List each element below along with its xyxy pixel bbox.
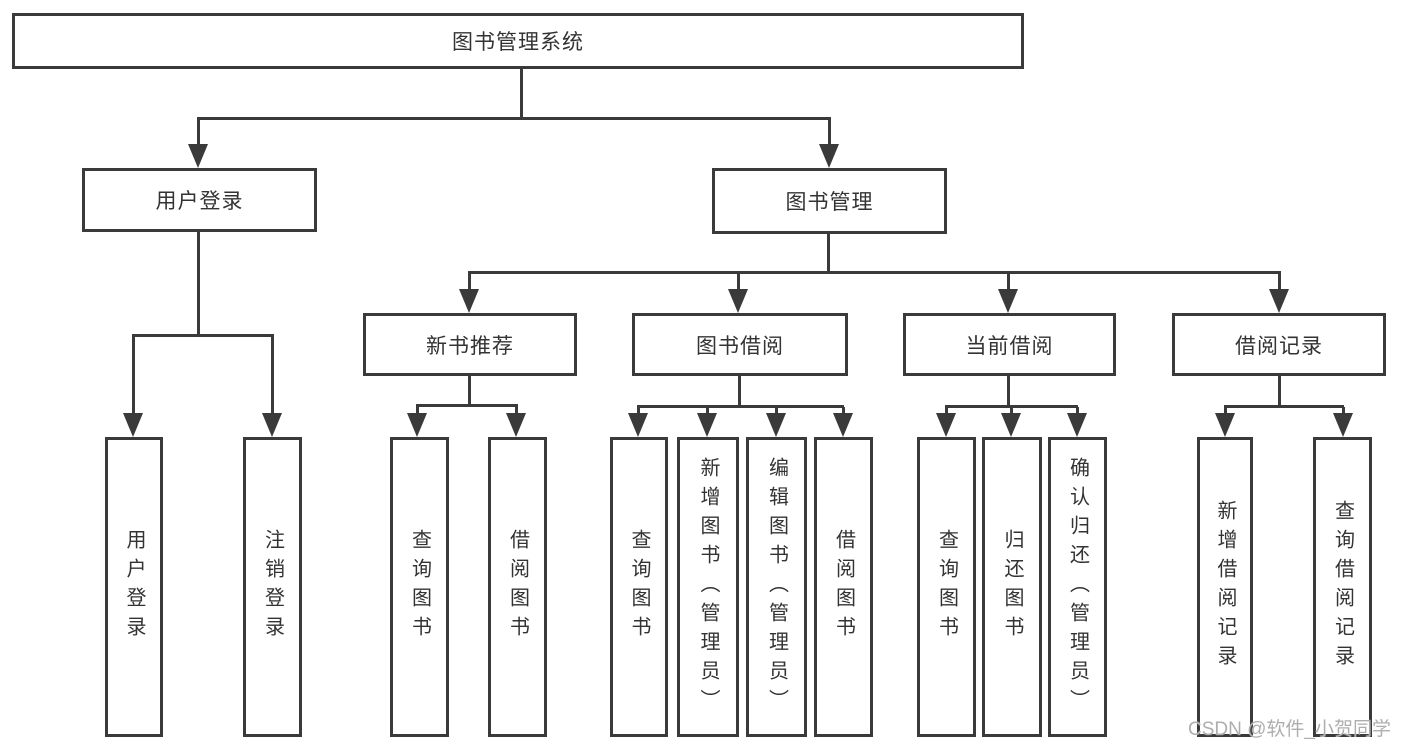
connector-leaf-stem bbox=[842, 407, 845, 414]
leaf-borrow-books-2-label: 借阅图书 bbox=[832, 529, 855, 645]
connector-book-mgmt-down bbox=[827, 234, 830, 273]
leaf-borrow-books-1-label: 借阅图书 bbox=[506, 529, 529, 645]
node-current-borrowing: 当前借阅 bbox=[903, 313, 1116, 376]
connector-borrow-record-down bbox=[1278, 376, 1281, 407]
node-new-book-recommend-label: 新书推荐 bbox=[426, 334, 514, 358]
arrow-down-icon bbox=[628, 413, 648, 437]
arrow-down-icon bbox=[998, 289, 1018, 313]
leaf-borrow-books-1: 借阅图书 bbox=[488, 437, 547, 737]
connector-new-book-down bbox=[468, 376, 471, 406]
connector-leaf-stem bbox=[1342, 407, 1345, 414]
leaf-borrow-books-2: 借阅图书 bbox=[814, 437, 873, 737]
connector-borrow-record-stem bbox=[1278, 273, 1281, 291]
connector-leaf-stem bbox=[416, 406, 419, 414]
leaf-edit-books-admin-label: 编辑图书（管理员） bbox=[765, 456, 788, 718]
leaf-logout-label: 注销登录 bbox=[261, 529, 284, 645]
connector-leaf-stem bbox=[637, 407, 640, 414]
connector-book-mgmt-branch bbox=[468, 271, 1281, 274]
node-current-borrowing-label: 当前借阅 bbox=[965, 334, 1054, 358]
arrow-down-icon bbox=[407, 413, 427, 437]
arrow-down-icon bbox=[819, 144, 839, 168]
connector-current-borrow-down bbox=[1007, 376, 1010, 407]
connector-leaf-stem bbox=[945, 407, 948, 414]
leaf-add-books-admin: 新增图书（管理员） bbox=[677, 437, 739, 737]
arrow-down-icon bbox=[188, 144, 208, 168]
node-book-borrowing-label: 图书借阅 bbox=[696, 334, 784, 358]
connector-root-stem bbox=[520, 67, 523, 119]
arrow-down-icon bbox=[1067, 413, 1087, 437]
connector-leaf-stem bbox=[1010, 407, 1013, 414]
node-user-login: 用户登录 bbox=[82, 168, 317, 232]
connector-leaf-stem bbox=[1224, 407, 1227, 414]
connector-new-book-branch bbox=[416, 404, 518, 407]
connector-root-branch bbox=[197, 117, 831, 120]
node-library-system-label: 图书管理系统 bbox=[452, 31, 584, 54]
connector-leaf-user-login-stem bbox=[132, 336, 135, 414]
arrow-down-icon bbox=[459, 289, 479, 313]
arrow-down-icon bbox=[833, 413, 853, 437]
leaf-return-books: 归还图书 bbox=[982, 437, 1042, 737]
arrow-down-icon bbox=[766, 413, 786, 437]
leaf-add-borrow-record: 新增借阅记录 bbox=[1197, 437, 1253, 737]
arrow-down-icon bbox=[506, 413, 526, 437]
leaf-query-borrow-record-label: 查询借阅记录 bbox=[1331, 500, 1354, 674]
node-book-management-label: 图书管理 bbox=[785, 191, 874, 214]
connector-user-login-stem bbox=[197, 119, 200, 146]
connector-book-borrow-stem bbox=[737, 273, 740, 291]
leaf-query-books-2-label: 查询图书 bbox=[628, 529, 650, 645]
connector-leaf-logout-stem bbox=[271, 336, 274, 414]
leaf-add-books-admin-label: 新增图书（管理员） bbox=[697, 456, 719, 718]
connector-current-borrow-stem bbox=[1007, 273, 1010, 291]
leaf-query-books-3-label: 查询图书 bbox=[935, 529, 958, 645]
arrow-down-icon bbox=[728, 289, 748, 313]
csdn-watermark: CSDN @软件_小贺同学 bbox=[1188, 719, 1391, 740]
connector-new-book-stem bbox=[468, 273, 471, 291]
leaf-user-login-label: 用户登录 bbox=[123, 529, 145, 645]
node-new-book-recommend: 新书推荐 bbox=[363, 313, 577, 376]
arrow-down-icon bbox=[1333, 413, 1353, 437]
leaf-confirm-return-admin-label: 确认归还（管理员） bbox=[1066, 456, 1089, 718]
node-borrowing-records: 借阅记录 bbox=[1172, 313, 1386, 376]
leaf-query-books-1: 查询图书 bbox=[390, 437, 449, 737]
leaf-query-books-1-label: 查询图书 bbox=[408, 529, 431, 645]
connector-leaf-stem bbox=[515, 406, 518, 414]
leaf-query-books-3: 查询图书 bbox=[917, 437, 976, 737]
connector-book-borrow-down bbox=[738, 376, 741, 407]
connector-leaf-stem bbox=[1076, 407, 1079, 414]
node-user-login-label: 用户登录 bbox=[155, 190, 244, 213]
leaf-edit-books-admin: 编辑图书（管理员） bbox=[746, 437, 807, 737]
leaf-return-books-label: 归还图书 bbox=[1001, 529, 1023, 645]
node-borrowing-records-label: 借阅记录 bbox=[1235, 334, 1323, 358]
connector-current-borrow-branch bbox=[945, 405, 1078, 408]
arrow-down-icon bbox=[123, 413, 143, 437]
leaf-add-borrow-record-label: 新增借阅记录 bbox=[1214, 500, 1236, 674]
connector-book-borrow-branch bbox=[637, 405, 844, 408]
connector-book-mgmt-stem bbox=[828, 119, 831, 146]
connector-user-login-branch bbox=[132, 334, 274, 337]
node-book-management: 图书管理 bbox=[712, 168, 947, 234]
connector-user-login-down bbox=[197, 232, 200, 336]
leaf-query-books-2: 查询图书 bbox=[610, 437, 668, 737]
leaf-confirm-return-admin: 确认归还（管理员） bbox=[1048, 437, 1107, 737]
connector-leaf-stem bbox=[775, 407, 778, 414]
leaf-user-login: 用户登录 bbox=[105, 437, 163, 737]
arrow-down-icon bbox=[936, 413, 956, 437]
arrow-down-icon bbox=[1269, 289, 1289, 313]
node-library-system: 图书管理系统 bbox=[12, 13, 1024, 69]
connector-leaf-stem bbox=[706, 407, 709, 414]
arrow-down-icon bbox=[697, 413, 717, 437]
leaf-logout: 注销登录 bbox=[243, 437, 302, 737]
arrow-down-icon bbox=[262, 413, 282, 437]
leaf-query-borrow-record: 查询借阅记录 bbox=[1313, 437, 1372, 737]
arrow-down-icon bbox=[1001, 413, 1021, 437]
connector-borrow-record-branch bbox=[1224, 405, 1344, 408]
arrow-down-icon bbox=[1215, 413, 1235, 437]
node-book-borrowing: 图书借阅 bbox=[632, 313, 848, 376]
